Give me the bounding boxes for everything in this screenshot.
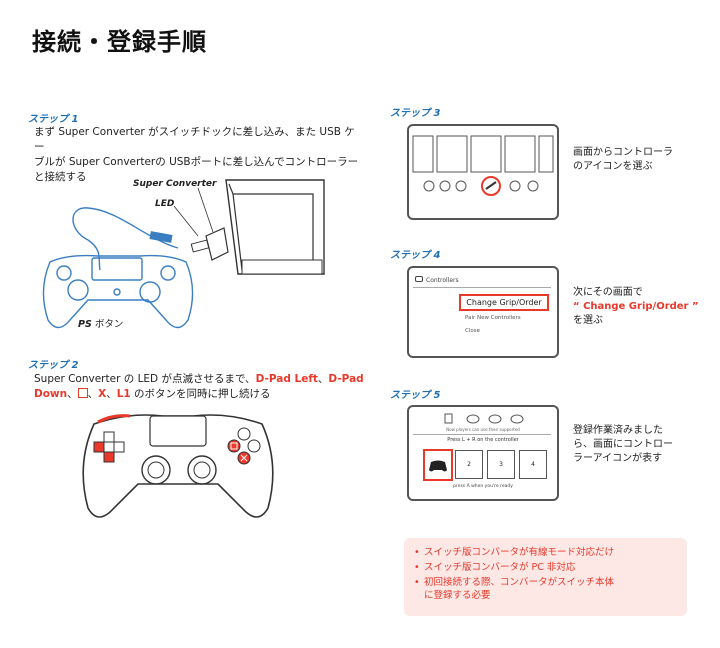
ds4-controller-icon	[82, 414, 274, 518]
callout-led: LED	[155, 199, 175, 209]
step4-text-line1: 次にその画面で	[573, 287, 643, 298]
step4-highlight: Change Grip/Order	[583, 301, 689, 312]
super-converter-icon	[190, 227, 229, 261]
screen-press-text: Press L + R on the controller	[447, 437, 519, 443]
step2-sep1: 、	[317, 373, 329, 385]
step4-label: ステップ 4	[390, 250, 441, 261]
step4-screen: Controllers Change Grip/Order Pair New C…	[407, 266, 559, 358]
player-slot-3: 3	[487, 450, 515, 479]
switch-dock-icon	[225, 179, 325, 275]
step2-sep3: 、	[87, 388, 99, 400]
step5-text-line3: ら、画面にコントロ	[573, 439, 663, 450]
step2-sep4: 、	[106, 388, 117, 400]
step3-text-line1: 画面からコントローラ	[573, 147, 673, 158]
step1-description: まず Super Converter がスイッチドックに差し込み、また USB …	[34, 125, 364, 185]
callout-ps-bold: PS	[78, 319, 92, 330]
step1-line2: ブルが Super Converterの USBポートに差し込んでコントローラー	[34, 156, 359, 168]
step5-text-line4: ー	[663, 439, 673, 450]
screen-divider	[413, 434, 551, 435]
callout-ps-button: PS ボタン	[78, 316, 123, 330]
note-item-3-line1: 初回接続する際、コンバータがスイッチ本体	[424, 577, 615, 588]
square-button-icon	[77, 388, 88, 398]
notes-list: スイッチ版コンバータが有線モード対応だけ スイッチ版コンバータが PC 非対応 …	[404, 538, 687, 602]
callout-super-converter: Super Converter	[133, 179, 217, 189]
step3-label: ステップ 3	[390, 108, 441, 119]
screen-header-text: Controllers	[426, 277, 459, 284]
screen-bottom-text: press A when you're ready	[453, 484, 513, 489]
callout-ps-rest: ボタン	[91, 319, 124, 330]
player-slot-1	[423, 449, 453, 481]
step5-text-line5: ラーアイコンが表す	[573, 453, 663, 464]
step5-text: 登録作業済みました ら、画面にコントロー ラーアイコンが表す	[573, 424, 673, 466]
step2-line2-post: のボタンを同時に押し続ける	[130, 388, 271, 400]
step5-screen: Now players can use their supported Pres…	[407, 405, 559, 501]
dpad-icon	[93, 431, 125, 463]
step2-dpad: D-Pad	[328, 373, 364, 385]
step5-label: ステップ 5	[390, 390, 441, 401]
screen-divider	[413, 287, 551, 288]
step1-label: ステップ 1	[28, 114, 79, 125]
step1-line1: まず Super Converter がスイッチドックに差し込み、また USB …	[34, 126, 355, 153]
screen-top-text: Now players can use their supported	[446, 427, 520, 432]
step4-quote-close: ”	[688, 301, 699, 312]
step2-x: X	[98, 388, 107, 400]
menu-item-close[interactable]: Close	[465, 328, 480, 334]
screen-header: Controllers	[415, 276, 459, 284]
step5-text-line2: た	[653, 425, 663, 436]
step1-illustration	[42, 179, 325, 329]
step2-down: Down	[34, 388, 68, 400]
step3-text: 画面からコントローラ のアイコンを選ぶ	[573, 146, 673, 174]
menu-item-change-grip[interactable]: Change Grip/Order	[459, 294, 549, 311]
note-item-3-line2: に登録する必要	[424, 590, 491, 601]
step2-sep2: 、	[67, 388, 78, 400]
step4-text-line3: を選ぶ	[573, 315, 603, 326]
page-title: 接続・登録手順	[32, 28, 207, 56]
note-item-2: スイッチ版コンバータが PC 非対応	[404, 561, 687, 574]
step4-quote-open: “	[573, 301, 584, 312]
step2-label: ステップ 2	[28, 360, 79, 371]
step2-line1-pre: Super Converter の LED が点滅させるまで、	[34, 373, 256, 385]
step4-text: 次にその画面で “ Change Grip/Order ” を選ぶ	[573, 286, 699, 328]
player-slot-4: 4	[519, 450, 547, 479]
gamepad-icon	[429, 460, 447, 472]
player-slot-2: 2	[455, 450, 483, 479]
menu-item-pair-controllers[interactable]: Pair New Controllers	[465, 315, 521, 321]
note-item-1: スイッチ版コンバータが有線モード対応だけ	[404, 546, 687, 559]
l1-button-icon	[97, 414, 131, 424]
step3-screen	[407, 124, 559, 220]
step2-description: Super Converter の LED が点滅させるまで、D-Pad Lef…	[34, 372, 364, 402]
notes-box: スイッチ版コンバータが有線モード対応だけ スイッチ版コンバータが PC 非対応 …	[404, 538, 687, 616]
home-menu-icon	[412, 135, 554, 196]
face-buttons-icon	[227, 427, 261, 465]
step5-text-line1: 登録作業済みまし	[573, 425, 653, 436]
step2-dpad-left: D-Pad Left	[255, 373, 318, 385]
controller-icon	[415, 276, 423, 282]
controller-types-icon	[444, 413, 524, 424]
step2-l1: L1	[116, 388, 131, 400]
step3-text-line2: のアイコンを選ぶ	[573, 161, 653, 172]
step1-line3: と接続する	[34, 171, 87, 183]
ds4-controller-blue-icon	[42, 254, 194, 329]
